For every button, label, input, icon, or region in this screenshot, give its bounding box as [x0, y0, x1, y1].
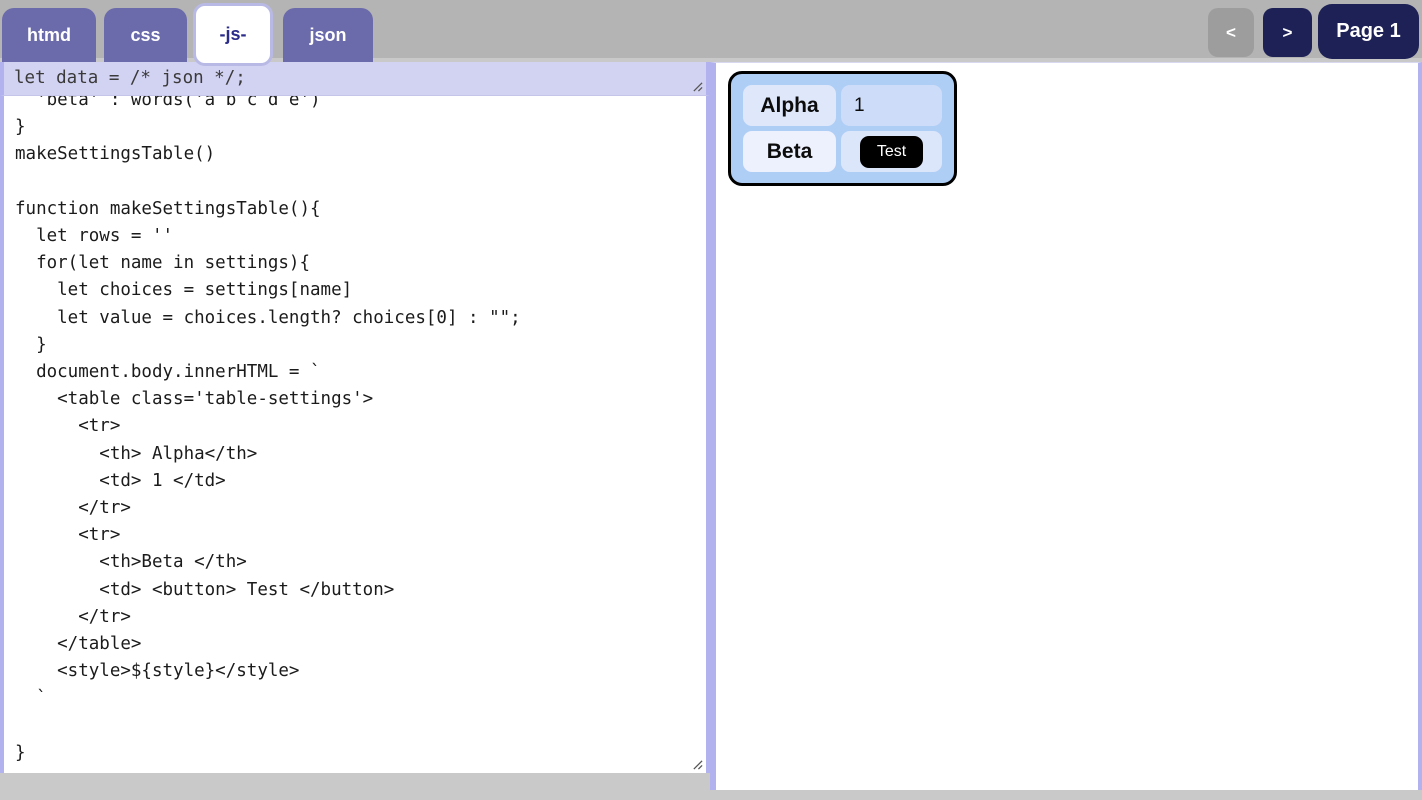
- tab-json[interactable]: json: [283, 8, 373, 62]
- test-button[interactable]: Test: [859, 135, 924, 168]
- tab-js[interactable]: -js-: [193, 3, 273, 66]
- tab-css[interactable]: css: [104, 8, 187, 62]
- editor-column: let data = /* json */; 'beta' : words('a…: [0, 62, 710, 773]
- code-text: 'beta' : words('a b c d e') } makeSettin…: [15, 95, 521, 763]
- resize-grip-icon[interactable]: [692, 81, 703, 92]
- header-bar: htmd css -js- json < > Page 1: [0, 0, 1422, 66]
- prev-page-button[interactable]: <: [1208, 8, 1254, 57]
- table-header-cell-beta: Beta: [743, 131, 836, 172]
- page-indicator-button[interactable]: Page 1: [1318, 4, 1419, 59]
- next-page-button[interactable]: >: [1263, 8, 1312, 57]
- data-line-text: let data = /* json */;: [14, 68, 246, 88]
- table-value-cell-alpha: 1: [841, 85, 942, 126]
- table-button-cell: Test: [841, 131, 942, 172]
- tab-htmd[interactable]: htmd: [2, 8, 96, 62]
- data-line-textarea[interactable]: let data = /* json */;: [0, 62, 710, 95]
- resize-grip-icon[interactable]: [692, 759, 703, 770]
- code-textarea[interactable]: 'beta' : words('a b c d e') } makeSettin…: [0, 95, 710, 773]
- settings-table: Alpha 1 Beta Test: [728, 71, 957, 186]
- table-header-cell-alpha: Alpha: [743, 85, 836, 126]
- preview-panel: Alpha 1 Beta Test: [710, 62, 1422, 790]
